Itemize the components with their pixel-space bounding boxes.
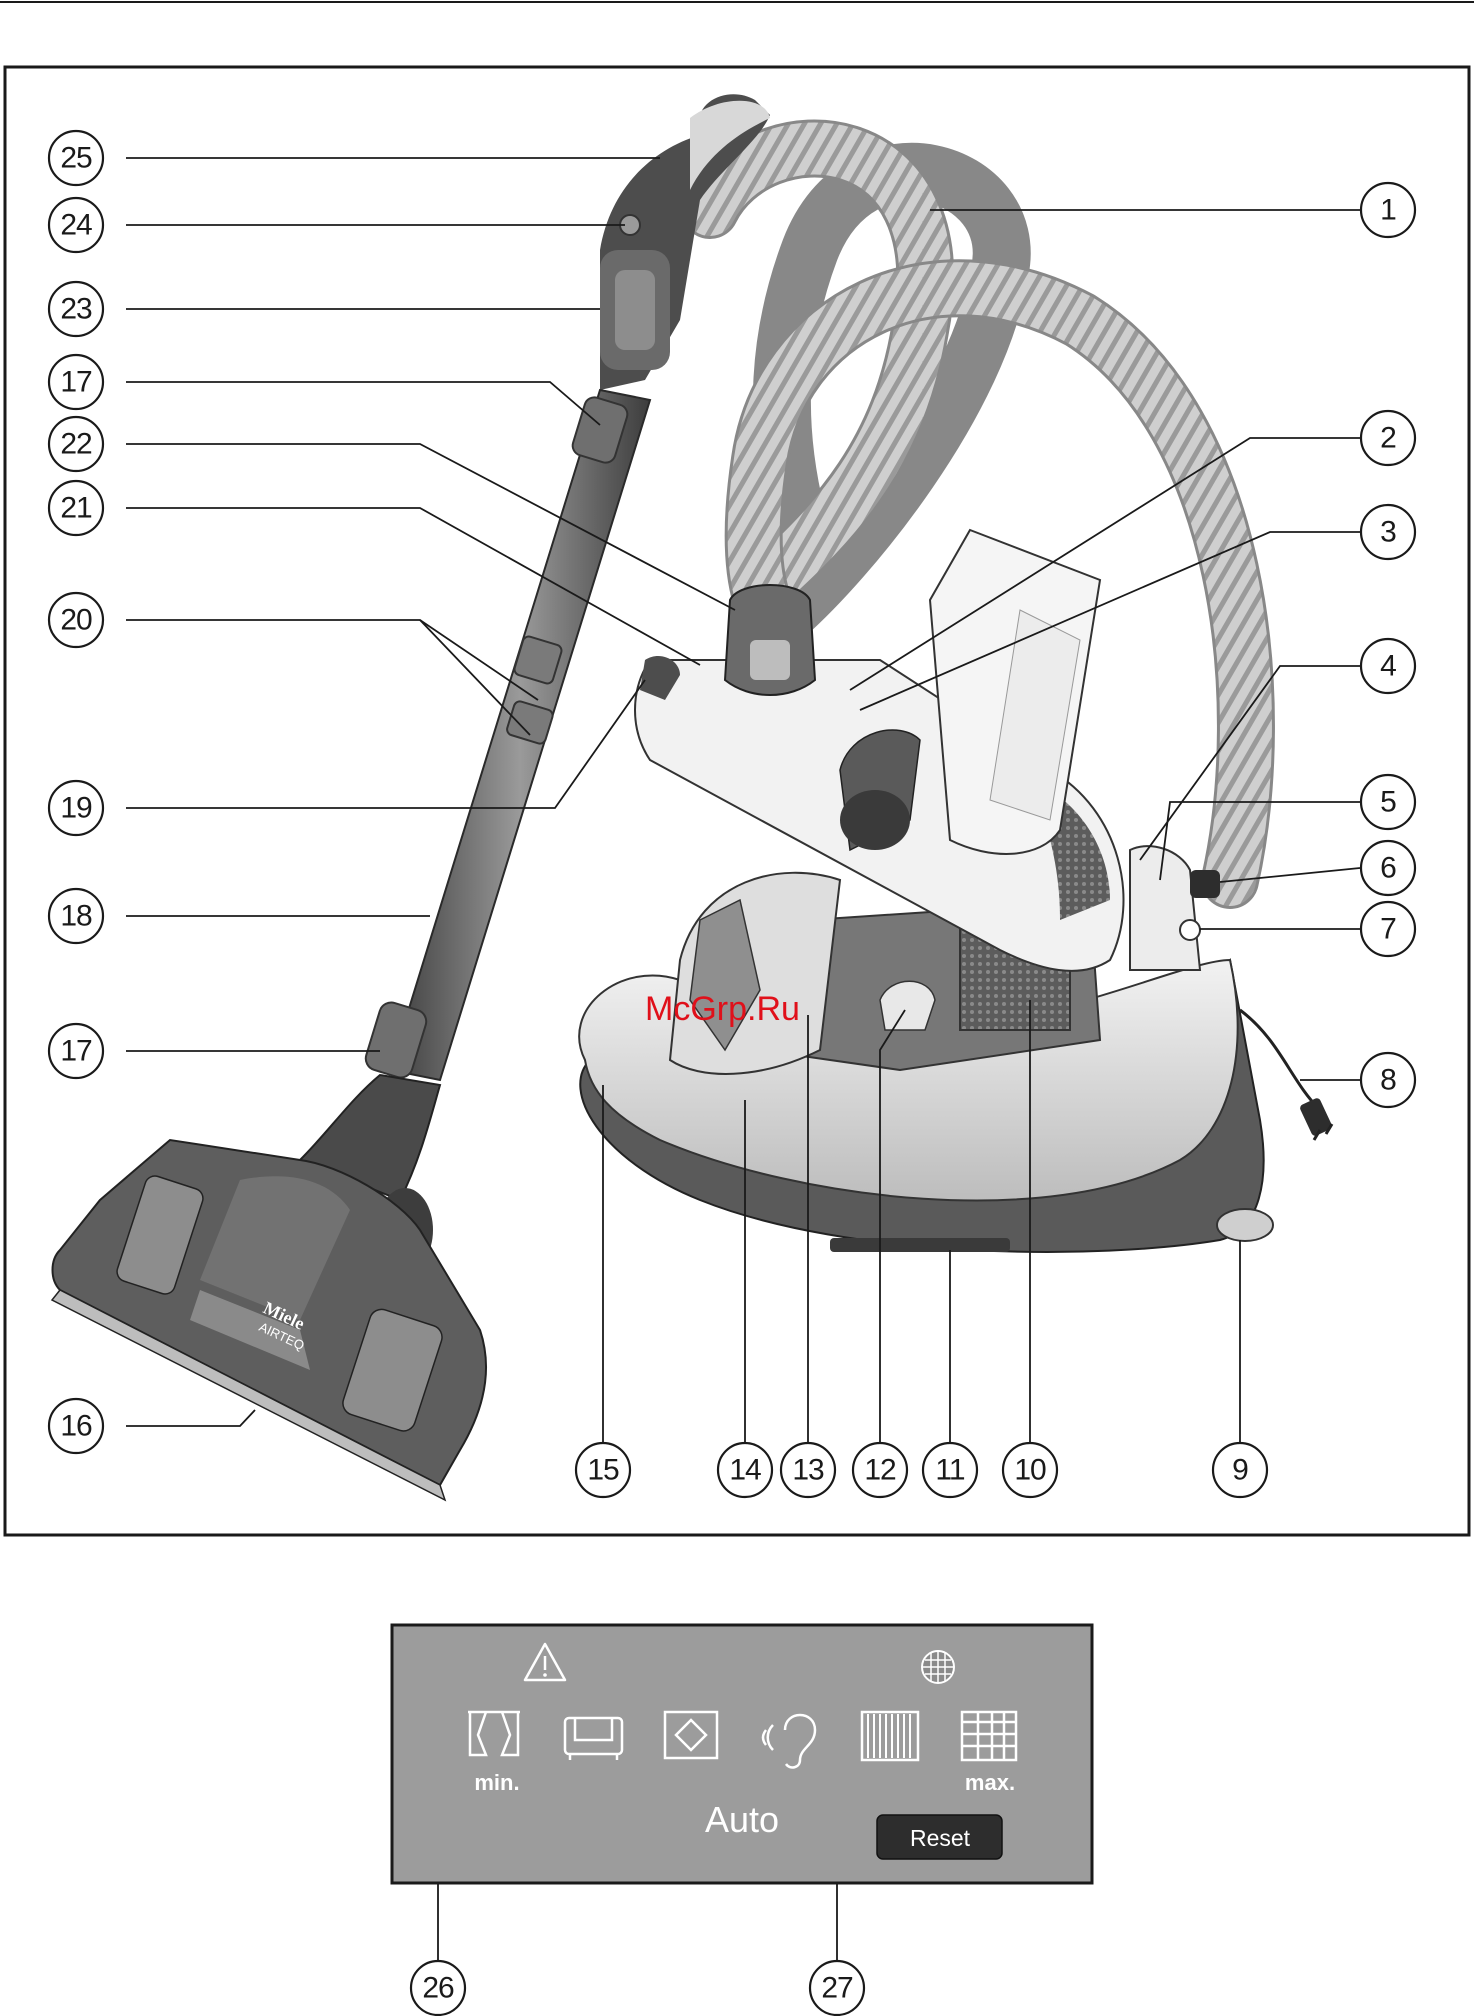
callout-6-label: 6 <box>1380 852 1396 885</box>
callout-9: 9 <box>1213 1443 1267 1497</box>
callout-3-label: 3 <box>1380 516 1396 549</box>
callout-8-label: 8 <box>1380 1064 1396 1097</box>
callout-4: 4 <box>1361 639 1415 693</box>
control-panel: min. max. Auto Reset <box>392 1625 1092 1883</box>
callout-5-label: 5 <box>1380 786 1396 819</box>
callout-23-label: 23 <box>60 293 92 326</box>
callout-6: 6 <box>1361 841 1415 895</box>
callout-20: 20 <box>49 593 103 647</box>
vacuum-illustration: Miele AIRTEQ <box>52 94 1333 1500</box>
callout-12-label: 12 <box>864 1454 896 1487</box>
callout-26-label: 26 <box>422 1972 454 2005</box>
callout-15: 15 <box>576 1443 630 1497</box>
callout-2: 2 <box>1361 411 1415 465</box>
callout-13-label: 13 <box>792 1454 824 1487</box>
callout-21: 21 <box>49 481 103 535</box>
reset-label: Reset <box>910 1825 971 1851</box>
callout-16: 16 <box>49 1399 103 1453</box>
callout-1-label: 1 <box>1380 194 1396 227</box>
reset-button[interactable]: Reset <box>877 1815 1002 1859</box>
callout-14: 14 <box>718 1443 772 1497</box>
callout-24: 24 <box>49 198 103 252</box>
callout-5: 5 <box>1361 775 1415 829</box>
watermark: McGrp.Ru <box>645 990 800 1028</box>
callout-7: 7 <box>1361 902 1415 956</box>
callout-18: 18 <box>49 889 103 943</box>
callout-1: 1 <box>1361 183 1415 237</box>
min-label: min. <box>474 1770 519 1795</box>
callout-3: 3 <box>1361 505 1415 559</box>
callout-24-label: 24 <box>60 209 92 242</box>
callout-22-label: 22 <box>60 428 92 461</box>
callout-17-top-label: 17 <box>60 366 92 399</box>
callout-11: 11 <box>923 1443 977 1497</box>
callout-21-label: 21 <box>60 492 92 525</box>
callout-17-bottom: 17 <box>49 1024 103 1078</box>
callout-7-label: 7 <box>1380 913 1396 946</box>
callout-27-label: 27 <box>821 1972 853 2005</box>
callout-19: 19 <box>49 781 103 835</box>
callout-27: 27 <box>810 1961 864 2015</box>
callout-8: 8 <box>1361 1053 1415 1107</box>
callout-10: 10 <box>1003 1443 1057 1497</box>
callout-9-label: 9 <box>1232 1454 1248 1487</box>
callout-25: 25 <box>49 131 103 185</box>
callout-14-label: 14 <box>729 1454 761 1487</box>
callout-17-top: 17 <box>49 355 103 409</box>
callout-4-label: 4 <box>1380 650 1396 683</box>
callout-20-label: 20 <box>60 604 92 637</box>
filter-icon <box>922 1651 954 1683</box>
max-label: max. <box>965 1770 1015 1795</box>
callout-11-label: 11 <box>935 1454 964 1487</box>
callout-23: 23 <box>49 282 103 336</box>
callout-17-bottom-label: 17 <box>60 1035 92 1068</box>
auto-label: Auto <box>705 1799 779 1840</box>
callout-15-label: 15 <box>587 1454 619 1487</box>
callout-22: 22 <box>49 417 103 471</box>
callout-12: 12 <box>853 1443 907 1497</box>
callout-16-label: 16 <box>60 1410 92 1443</box>
callout-19-label: 19 <box>60 792 92 825</box>
callout-13: 13 <box>781 1443 835 1497</box>
callout-2-label: 2 <box>1380 422 1396 455</box>
body-control-dial <box>1130 846 1200 970</box>
callout-25-label: 25 <box>60 142 92 175</box>
callout-10-label: 10 <box>1014 1454 1046 1487</box>
callout-18-label: 18 <box>60 900 92 933</box>
callout-26: 26 <box>411 1961 465 2015</box>
